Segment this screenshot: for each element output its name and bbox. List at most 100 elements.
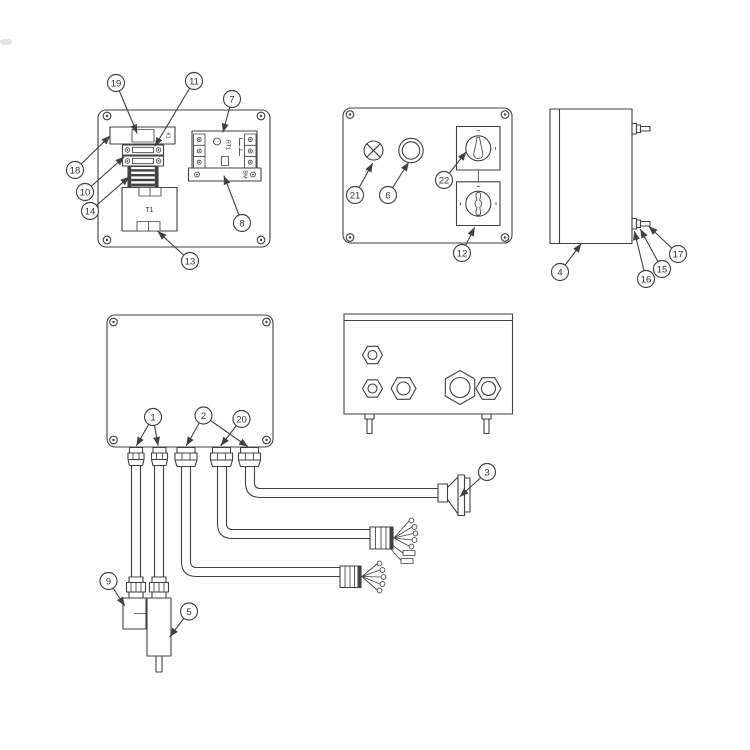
enclosure-outline: [106, 314, 274, 448]
relay-window: [131, 129, 155, 143]
ring-terminals: [393, 517, 419, 550]
callout-13: 13: [180, 251, 200, 271]
relay-label: K1: [165, 132, 171, 138]
callout-16: 16: [636, 269, 656, 289]
side-view: [549, 108, 651, 245]
callout-2-number: 2: [201, 411, 206, 422]
callout-16-number: 16: [641, 274, 652, 285]
ring-terminals: [361, 560, 387, 594]
callout-15: 15: [652, 259, 672, 279]
scan-artifact: [0, 39, 12, 45]
callout-11-number: 11: [189, 76, 199, 87]
connector-gland-5: [148, 576, 170, 599]
callout-7-number: 7: [229, 94, 234, 105]
spade-terminals: [389, 544, 416, 564]
callout-9-number: 9: [106, 576, 111, 587]
callout-18-number: 18: [70, 165, 81, 176]
callout-22: 22: [434, 170, 454, 190]
callout-11: 11: [184, 71, 204, 91]
gland-nut-medium-2: [475, 377, 502, 400]
cable-3: [180, 465, 387, 594]
transformer-label: T1: [145, 207, 153, 214]
mounting-stud-right: [481, 413, 492, 435]
callout-17-number: 17: [673, 249, 684, 260]
overload-relay: RT1 BM: [187, 130, 262, 182]
leader-line-11: [154, 80, 195, 147]
callout-7: 7: [222, 89, 242, 109]
probe-body-9: [122, 597, 147, 630]
callout-19-number: 19: [111, 78, 122, 89]
enclosure-side-body: [558, 108, 633, 245]
cable-assembly: [122, 464, 471, 673]
dashed-contact-marks: [239, 138, 243, 156]
callout-5-number: 5: [186, 607, 191, 618]
terminal-stack: [127, 165, 159, 188]
relay-base-label: BM: [242, 170, 248, 179]
callout-10-number: 10: [80, 187, 91, 198]
connector-gland-9: [125, 576, 147, 599]
callout-12: 12: [452, 243, 472, 263]
gland-nut-small: [361, 345, 384, 365]
callout-3: 3: [477, 462, 497, 482]
gland-nut-medium: [390, 377, 417, 400]
panel-bushing: [398, 137, 424, 164]
callout-20: 20: [232, 409, 251, 429]
callout-18: 18: [65, 160, 85, 180]
callout-5: 5: [179, 602, 199, 621]
wire-end-connector: [339, 565, 362, 589]
door-edge: [549, 108, 561, 245]
callout-1-number: 1: [150, 412, 155, 423]
callout-13-number: 13: [185, 256, 196, 267]
transformer: T1: [121, 186, 178, 232]
switch-knob: [474, 192, 483, 216]
terminal-row-upper: [121, 144, 165, 156]
enclosure-bottom-view: [106, 314, 274, 468]
callout-14: 14: [80, 201, 100, 221]
gland-plate-view: [343, 313, 514, 435]
callout-17: 17: [668, 244, 688, 264]
callout-3-number: 3: [484, 467, 489, 478]
wire-end-connector: [369, 526, 394, 550]
callout-4-number: 4: [557, 267, 562, 278]
callout-1: 1: [143, 407, 163, 427]
callout-19: 19: [106, 73, 126, 93]
callout-15-number: 15: [657, 264, 668, 275]
callout-8-number: 8: [239, 218, 244, 229]
gland-nut-large: [444, 369, 476, 406]
cable-2: [146, 464, 172, 673]
gland-nut-small-2: [361, 379, 384, 398]
callout-6: 6: [378, 185, 398, 205]
callout-14-number: 14: [85, 206, 96, 217]
probe-body-5: [146, 597, 172, 673]
callout-4: 4: [550, 262, 570, 282]
callout-20-number: 20: [236, 414, 247, 425]
rotary-switch-upper: [455, 125, 501, 171]
indicator-lamp: [363, 140, 384, 161]
cable-gland-1: [127, 446, 145, 467]
test-switch: [221, 156, 229, 166]
cable-4: [216, 465, 419, 564]
horn-connector: [437, 474, 471, 517]
overload-relay-body: [191, 130, 258, 169]
terminal-row-lower: [121, 155, 165, 167]
front-panel-view: [342, 107, 513, 244]
corner-screws: [109, 317, 271, 445]
cable-gland-3: [174, 446, 198, 468]
switch-knob: [473, 137, 484, 159]
cable-gland-4: [209, 446, 234, 468]
cable-gland-5: [237, 446, 262, 468]
callout-6-number: 6: [385, 190, 390, 201]
rotary-switch-lower: [455, 181, 501, 227]
callout-12-number: 12: [457, 248, 468, 259]
internal-view: K1: [97, 109, 271, 248]
cable-1: [122, 464, 147, 630]
cable-gland-2: [150, 446, 169, 467]
callout-2: 2: [194, 406, 213, 425]
callout-21: 21: [345, 185, 365, 205]
hinge-upper: [631, 122, 651, 135]
callout-badges: 19 11 7 18 10 14 8 13 21 6 22 12 4 16 15…: [65, 71, 688, 621]
callout-9: 9: [99, 571, 118, 591]
corner-screws: [345, 110, 510, 242]
cable-5: [244, 465, 471, 517]
